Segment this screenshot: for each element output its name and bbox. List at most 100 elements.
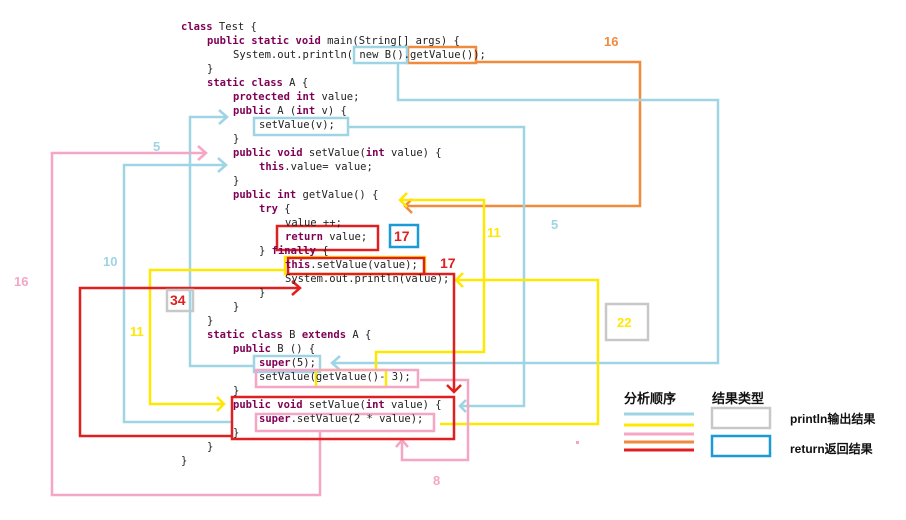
blue-flow <box>122 45 720 424</box>
code-text: (5); <box>290 357 316 369</box>
blue-arrowhead-a <box>218 109 229 125</box>
code-line: setValue(getValue()- 3); <box>259 370 411 384</box>
code-keyword: this <box>259 161 285 173</box>
code-text: System.out.println( new B().getValue()); <box>233 49 486 61</box>
code-text: } <box>259 287 266 299</box>
legend-lines <box>624 412 694 452</box>
code-line: static class B extends A { <box>207 328 371 342</box>
println-22-box <box>604 302 650 342</box>
code-text: setValue( <box>302 147 366 159</box>
yellow-11-path <box>374 198 486 370</box>
code-text: } <box>233 385 240 397</box>
code-text: value ++; <box>285 217 342 229</box>
label-gray-34: 34 <box>170 292 186 308</box>
code-text: A ( <box>270 105 297 117</box>
code-text: setValue( <box>302 399 366 411</box>
code-line: } <box>233 300 239 314</box>
code-keyword: try <box>259 203 278 215</box>
yellow-left-path <box>148 268 285 406</box>
yellow-flow <box>148 192 600 426</box>
code-keyword: protected int <box>233 91 316 103</box>
code-line: } <box>233 426 239 440</box>
blue-arrowhead-d <box>217 157 228 173</box>
code-line: } <box>207 62 213 76</box>
setvalue-getvalue-box <box>254 368 420 389</box>
code-text: v) { <box>315 105 347 117</box>
code-keyword: static class <box>207 329 283 341</box>
code-keyword: int <box>365 147 385 159</box>
super-setvalue-box <box>254 412 436 433</box>
label-blue-5-right: 5 <box>551 217 559 232</box>
label-red-17: 17 <box>440 255 456 271</box>
code-line: public B () { <box>233 342 315 356</box>
pink-flow <box>50 145 470 497</box>
code-text: .setValue(value); <box>310 259 418 271</box>
legend-blue-box <box>710 434 772 458</box>
code-text: value) { <box>384 399 442 411</box>
legend-println-label: println输出结果 <box>790 412 876 426</box>
legend-return-label: return返回结果 <box>790 442 873 456</box>
code-text: { <box>277 203 291 215</box>
code-line: } <box>207 314 213 328</box>
code-text: A { <box>346 329 372 341</box>
code-line: } <box>233 174 239 188</box>
label-orange-16: 16 <box>604 34 619 49</box>
code-text: .setValue(2 * value); <box>290 413 424 425</box>
code-line: super.setValue(2 * value); <box>259 412 423 426</box>
code-keyword: super <box>259 413 291 425</box>
code-line: try { <box>259 202 291 216</box>
code-line: } <box>233 132 239 146</box>
yellow-arrowhead-c <box>454 272 464 288</box>
code-line: this.value= value; <box>259 160 373 174</box>
orange-path <box>405 60 642 208</box>
code-text: } <box>233 175 240 187</box>
code-line: } <box>181 454 187 468</box>
super5-box <box>252 354 322 374</box>
label-pink-16: 16 <box>14 274 29 289</box>
code-keyword: public <box>233 105 271 117</box>
code-line: public void setValue(int value) { <box>233 398 442 412</box>
code-line: public int getValue() { <box>233 188 378 202</box>
label-blue-5-left: 5 <box>153 139 161 154</box>
new-b-box <box>352 45 409 65</box>
code-text: } <box>233 301 240 313</box>
code-line: System.out.println( new B().getValue()); <box>233 48 486 62</box>
code-line: public void setValue(int value) { <box>233 146 442 160</box>
yellow-arrowhead-a <box>398 192 408 208</box>
code-keyword: public int <box>233 189 297 201</box>
return-17-box <box>388 223 420 249</box>
red-arrowhead-a <box>446 384 462 394</box>
label-yellow-11-left: 11 <box>130 324 144 339</box>
println-34-box <box>165 288 195 313</box>
code-line: value ++; <box>285 216 342 230</box>
code-text: value) { <box>384 147 442 159</box>
code-text: B <box>282 329 302 341</box>
code-line: setValue(v); <box>259 118 335 132</box>
label-pink-8: 8 <box>433 473 441 488</box>
blue-10-path <box>122 163 232 424</box>
code-text: B () { <box>270 343 316 355</box>
blue-super-path <box>188 115 254 368</box>
code-keyword: static class <box>207 77 283 89</box>
code-text: main(String[] args) { <box>320 35 460 47</box>
red-arrowhead-b <box>291 280 302 296</box>
blue-arrowhead-b <box>330 355 341 371</box>
code-line: System.out.println(value); <box>285 272 449 286</box>
b-setvalue-method-box <box>230 395 456 441</box>
code-line: public static void main(String[] args) { <box>207 34 460 48</box>
blue-arrowhead-c <box>458 399 467 413</box>
code-text: } <box>181 455 188 467</box>
code-text: { <box>315 245 329 257</box>
blue-new-b-path <box>332 63 720 365</box>
code-line: public A (int v) { <box>233 104 347 118</box>
pink-arrowhead-a <box>197 145 208 161</box>
code-line: this.setValue(value); <box>285 258 418 272</box>
legend-order-title: 分析顺序 <box>624 391 677 406</box>
code-keyword: public void <box>233 399 303 411</box>
code-keyword: super <box>259 357 291 369</box>
orange-flow <box>403 45 642 214</box>
code-line: } <box>233 384 239 398</box>
code-text: value; <box>315 91 360 103</box>
